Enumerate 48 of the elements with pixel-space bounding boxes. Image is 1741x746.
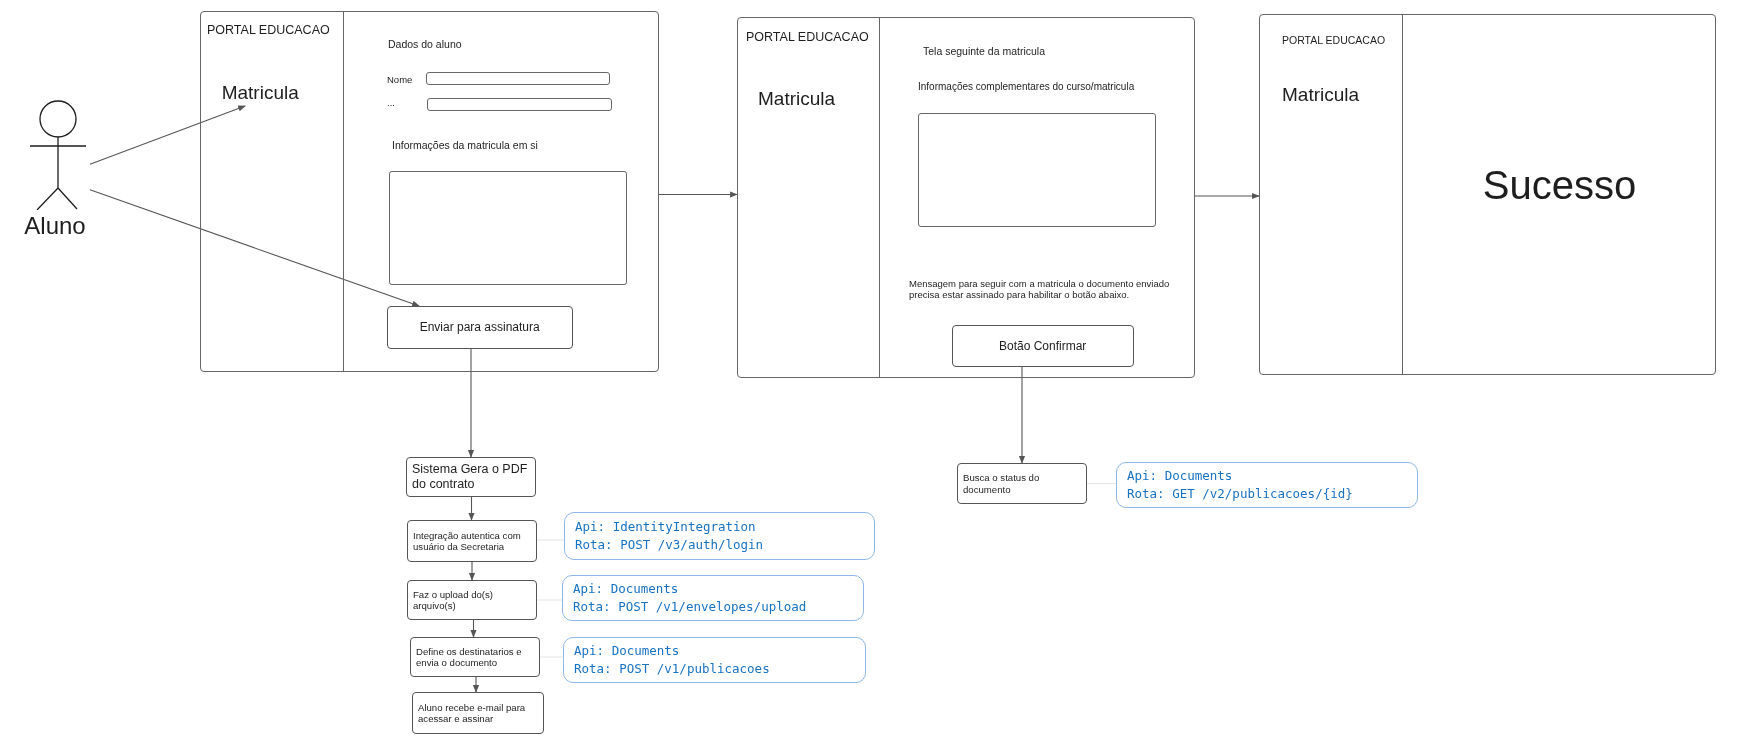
screen-mockup <box>1259 14 1716 375</box>
message-text: Mensagem para seguir com a matricula o documento enviado precisa estar assinado para habilitar o botão abaixo. <box>909 278 1171 301</box>
arrow <box>1194 192 1260 200</box>
field-label: Nome <box>387 74 414 86</box>
api-route-text: Rota: POST /v1/envelopes/upload <box>573 598 808 616</box>
button: Botão Confirmar <box>951 324 1134 367</box>
actor-label: Aluno <box>23 212 87 241</box>
process-box: Busca o status do documento <box>957 463 1087 504</box>
api-route-text: Api: Documents <box>573 579 680 598</box>
arrow <box>1018 366 1026 464</box>
arrow <box>89 105 246 165</box>
arrow <box>658 191 738 198</box>
api-note <box>562 575 864 621</box>
api-note <box>563 637 866 683</box>
app-title: PORTAL EDUCACAO <box>746 30 870 45</box>
menu-label: Matricula <box>1282 84 1361 107</box>
process-box: Aluno recebe e-mail para acessar e assinar <box>412 692 544 734</box>
api-route-text: Rota: GET /v2/publicacoes/{id} <box>1127 485 1354 503</box>
section-heading: Tela seguinte da matricula <box>923 45 1046 58</box>
process-box: Integração autentica com usuário da Secretaria <box>407 520 537 562</box>
app-title: PORTAL EDUCACAO <box>1282 34 1387 47</box>
arrow <box>468 561 476 581</box>
api-route-text: Rota: POST /v3/auth/login <box>575 536 765 554</box>
process-box: Faz o upload do(s) arquivo(s) <box>407 580 537 620</box>
menu-label: Matricula <box>758 88 837 111</box>
screen-mockup <box>737 17 1195 378</box>
button: Enviar para assinatura <box>386 305 573 349</box>
api-note <box>1116 462 1418 508</box>
arrow <box>467 348 475 458</box>
api-route-text: Rota: POST /v1/publicacoes <box>574 660 771 678</box>
api-route-text: Api: Documents <box>574 641 681 660</box>
api-route-text: Api: Documents <box>1127 466 1234 485</box>
success-message: Sucesso <box>1481 162 1638 209</box>
arrow <box>472 676 480 693</box>
screen-mockup <box>200 11 659 372</box>
section-heading: Informações da matricula em si <box>392 139 539 152</box>
api-route-text: Api: IdentityIntegration <box>575 517 757 536</box>
section-heading: Dados do aluno <box>388 38 463 51</box>
app-title: PORTAL EDUCACAO <box>207 23 331 38</box>
field-label: ... <box>387 97 396 109</box>
menu-label: Matricula <box>221 81 332 106</box>
arrow <box>89 189 420 307</box>
process-box: Define os destinatarios e envia o documento <box>410 637 540 677</box>
section-heading: Informações complementares do curso/matricula <box>918 81 1136 93</box>
process-box: Sistema Gera o PDF do contrato <box>406 457 536 497</box>
arrow <box>468 496 475 521</box>
api-note <box>564 512 875 560</box>
arrow <box>470 619 477 638</box>
